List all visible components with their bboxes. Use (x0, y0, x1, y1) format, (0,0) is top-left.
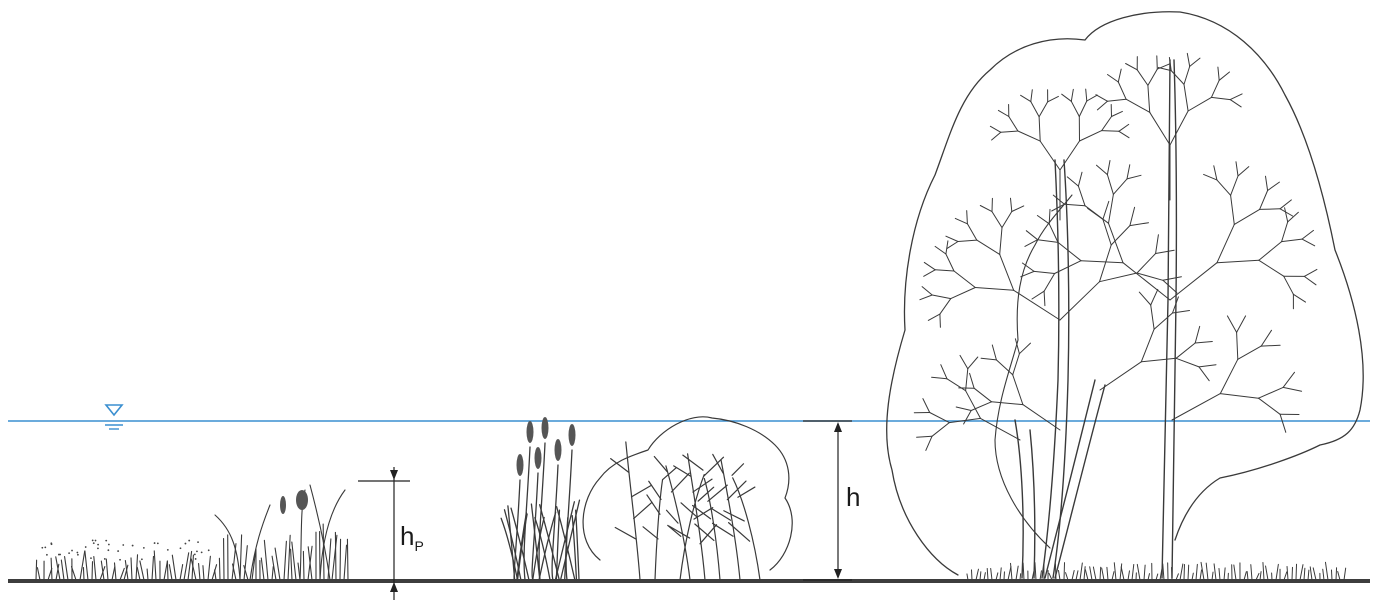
flow-depth-dimension: h (803, 421, 860, 580)
grass-herbs-group (36, 485, 348, 580)
reeds-group (501, 417, 579, 580)
tree-trunk-middle (1042, 160, 1069, 578)
shrub-outline (583, 417, 792, 570)
plant-height-label: hP (400, 521, 424, 554)
shrub (583, 417, 792, 580)
triangle-down-water-surface-icon (105, 405, 123, 429)
tree-trunk-left (1015, 420, 1035, 578)
tree-trunk-leaning (1045, 380, 1105, 578)
tree-crown-inner-left (995, 195, 1072, 548)
trees-group (887, 12, 1364, 580)
flow-depth-label: h (846, 482, 860, 512)
